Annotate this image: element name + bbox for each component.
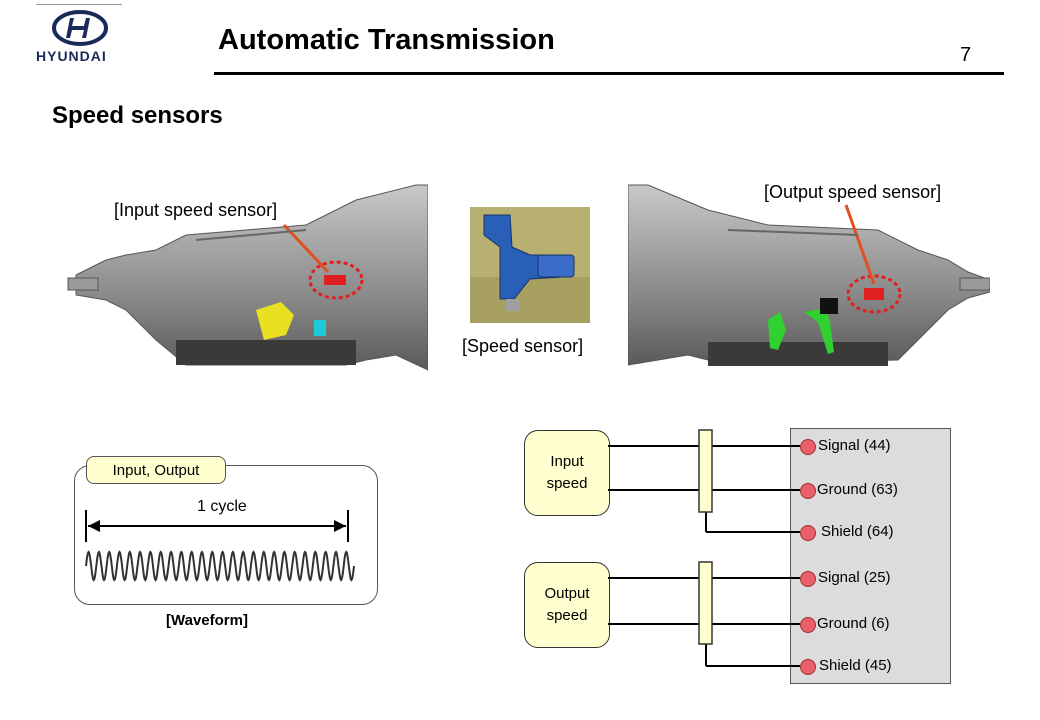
speed-sensor-image	[470, 207, 590, 323]
pin-label-ground-63: Ground (63)	[817, 481, 898, 498]
logo-wordmark: HYUNDAI	[36, 48, 107, 64]
waveform-tag: Input, Output	[86, 456, 226, 484]
pin-label-signal-44: Signal (44)	[818, 437, 891, 454]
pin-label-shield-64: Shield (64)	[821, 523, 894, 540]
input-speed-sensor-label: [Input speed sensor]	[114, 200, 278, 220]
pin-signal-25	[800, 571, 816, 587]
pin-label-ground-6: Ground (6)	[817, 615, 890, 632]
pin-signal-44	[800, 439, 816, 455]
page-title: Automatic Transmission	[218, 24, 555, 56]
speed-sensor-label: [Speed sensor]	[462, 336, 584, 356]
wiring-lines	[608, 429, 800, 667]
output-transmission-image	[628, 184, 990, 366]
section-title: Speed sensors	[52, 102, 223, 129]
page-number: 7	[960, 44, 972, 66]
pin-label-signal-25: Signal (25)	[818, 569, 891, 586]
pin-shield-64	[800, 525, 816, 541]
cycle-label: 1 cycle	[197, 498, 247, 515]
output-connector-block	[698, 561, 713, 645]
pin-label-shield-45: Shield (45)	[819, 657, 892, 674]
hyundai-emblem-icon	[52, 10, 108, 46]
ecu-connector-panel	[790, 428, 951, 684]
logo-divider	[36, 4, 122, 5]
output-speed-sensor-label: [Output speed sensor]	[764, 182, 942, 202]
input-transmission-image	[67, 184, 428, 371]
hyundai-logo: HYUNDAI	[34, 6, 124, 66]
pin-ground-63	[800, 483, 816, 499]
pin-ground-6	[800, 617, 816, 633]
waveform-caption: [Waveform]	[166, 612, 248, 629]
input-speed-box: Input speed	[524, 430, 610, 516]
waveform-frame	[74, 465, 378, 605]
input-connector-block	[698, 429, 713, 513]
pin-shield-45	[800, 659, 816, 675]
waveform-plot	[85, 510, 355, 582]
output-speed-box: Output speed	[524, 562, 610, 648]
header-divider	[214, 72, 1004, 75]
